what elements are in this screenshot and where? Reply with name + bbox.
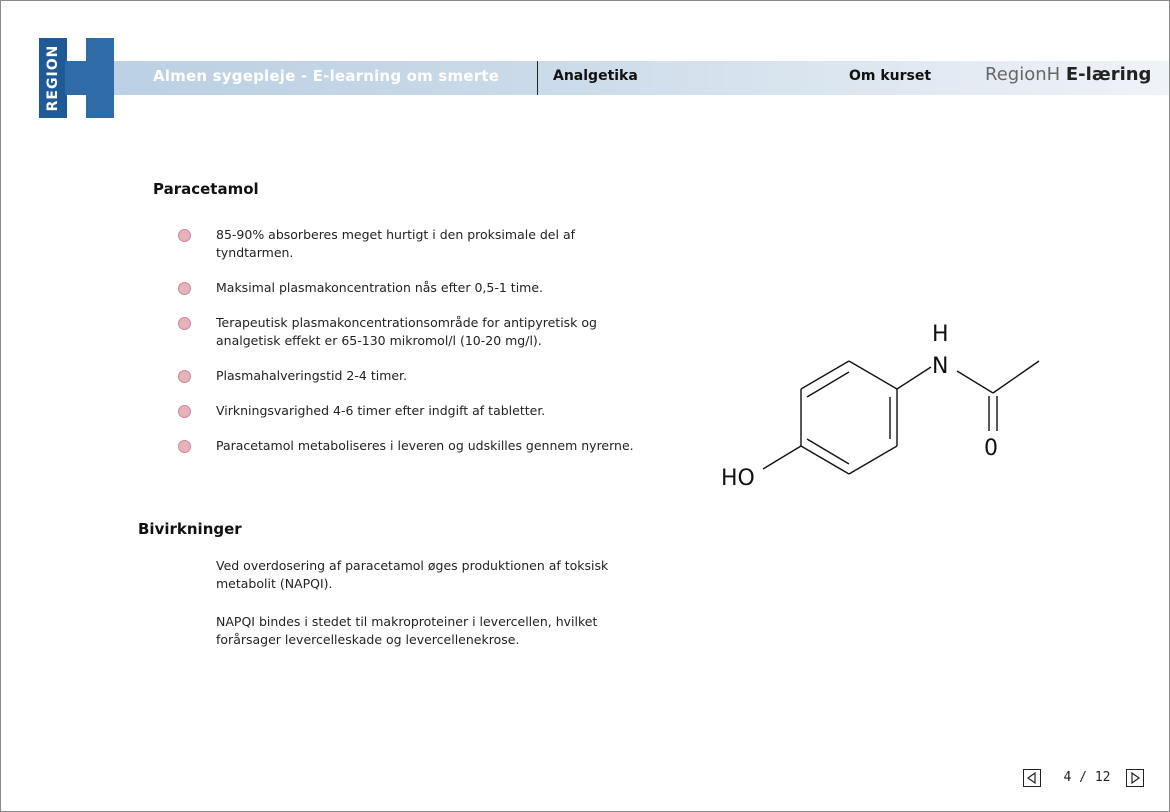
heading-paracetamol: Paracetamol [153, 180, 259, 198]
bullet-text: 85-90% absorberes meget hurtigt i den pr… [216, 227, 576, 260]
logo-middle-bar [65, 61, 89, 95]
atom-h: H [932, 322, 949, 347]
logo-text: REGION [45, 44, 61, 112]
paracetamol-structure: H N 0 HO [721, 322, 1040, 491]
brand-logo: RegionH E-læring [985, 64, 1151, 85]
previous-page-button[interactable] [1023, 769, 1041, 787]
molecule-bonds [762, 360, 1040, 475]
atom-o: 0 [984, 436, 998, 461]
course-title: Almen sygepleje - E-learning om smerte [153, 67, 500, 85]
triangle-left-icon [1026, 771, 1036, 785]
logo-right-bar [86, 38, 114, 118]
next-page-button[interactable] [1126, 769, 1144, 787]
section-title: Analgetika [553, 68, 638, 84]
header-banner [61, 61, 1169, 95]
bullet-dot-icon [178, 282, 191, 295]
list-item: Virkningsvarighed 4-6 timer efter indgif… [176, 402, 646, 420]
atom-n: N [932, 354, 948, 379]
page-indicator: 4 / 12 [1063, 770, 1111, 785]
list-item: Maksimal plasmakoncentration nås efter 0… [176, 279, 646, 297]
bullet-dot-icon [178, 370, 191, 383]
bullet-dot-icon [178, 317, 191, 330]
about-course-link[interactable]: Om kurset [849, 68, 932, 84]
atom-ho: HO [721, 466, 755, 491]
bullet-text: Maksimal plasmakoncentration nås efter 0… [216, 280, 544, 295]
heading-side-effects: Bivirkninger [138, 520, 242, 538]
bullet-text: Plasmahalveringstid 2-4 timer. [216, 368, 408, 383]
header-divider [537, 61, 538, 95]
bullet-text: Virkningsvarighed 4-6 timer efter indgif… [216, 403, 546, 418]
bullet-list: 85-90% absorberes meget hurtigt i den pr… [176, 226, 646, 472]
bullet-dot-icon [178, 405, 191, 418]
logo-left-bar [39, 38, 67, 118]
list-item: Plasmahalveringstid 2-4 timer. [176, 367, 646, 385]
region-logo: REGION [39, 38, 114, 118]
bullet-text: Terapeutisk plasmakoncentrationsområde f… [216, 315, 597, 348]
side-effect-paragraph-2: NAPQI bindes i stedet til makroproteiner… [216, 614, 598, 647]
list-item: 85-90% absorberes meget hurtigt i den pr… [176, 226, 646, 262]
bullet-text: Paracetamol metaboliseres i leveren og u… [216, 438, 634, 453]
brand-light-text: RegionH [985, 64, 1061, 85]
list-item: Terapeutisk plasmakoncentrationsområde f… [176, 314, 646, 350]
bullet-dot-icon [178, 229, 191, 242]
side-effect-paragraph-1: Ved overdosering af paracetamol øges pro… [216, 558, 609, 591]
list-item: Paracetamol metaboliseres i leveren og u… [176, 437, 646, 455]
triangle-right-icon [1131, 771, 1141, 785]
brand-bold-text: E-læring [1065, 64, 1152, 85]
bullet-dot-icon [178, 440, 191, 453]
